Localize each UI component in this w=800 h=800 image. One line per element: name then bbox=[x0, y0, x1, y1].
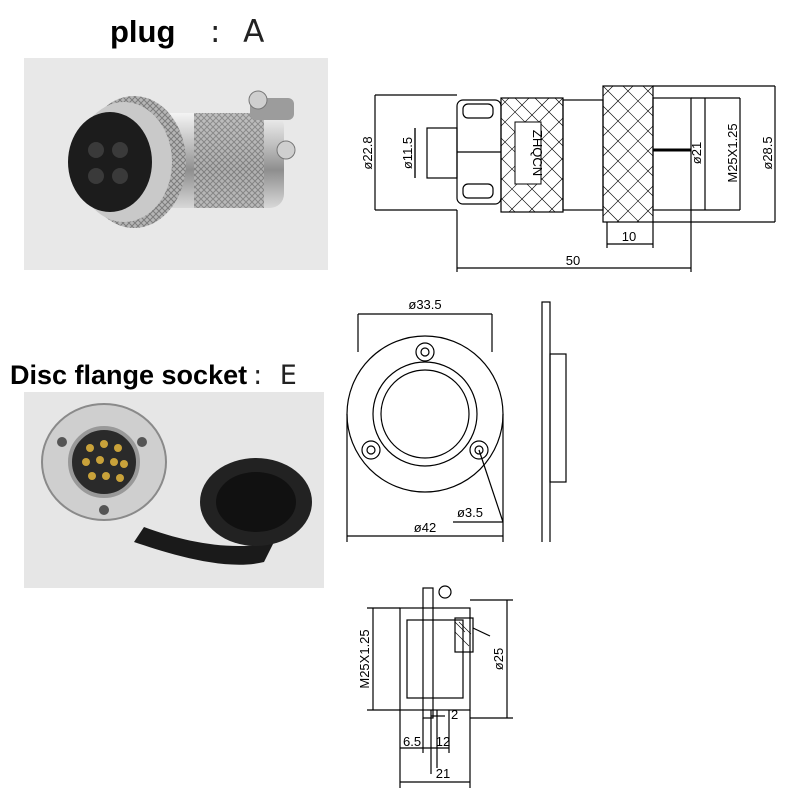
socket-separator: : bbox=[253, 360, 263, 391]
socket-title: Disc flange socket: E bbox=[10, 360, 297, 391]
plug-title: plug : A bbox=[110, 14, 264, 50]
flange-dia-hole-spacing: ø33.5 bbox=[408, 297, 441, 312]
plug-dia-nut: ø28.5 bbox=[760, 136, 775, 169]
plug-name: plug bbox=[110, 14, 176, 49]
plug-side-drawing: ZHQCN ø22.8 ø11.5 ø21 M25X1.25 ø28.5 10 … bbox=[360, 85, 776, 272]
flange-front-drawing: ø33.5 ø3.5 ø42 bbox=[346, 297, 567, 542]
plug-dia-inner: ø21 bbox=[689, 142, 704, 164]
socket-dim-21: 21 bbox=[436, 766, 450, 781]
socket-thread: M25X1.25 bbox=[357, 629, 372, 688]
plug-dia-cable: ø11.5 bbox=[400, 137, 415, 169]
socket-code: E bbox=[279, 360, 297, 391]
socket-dim-12: 12 bbox=[436, 734, 450, 749]
plug-dia-body: ø22.8 bbox=[360, 136, 375, 169]
flange-dia-mount-hole: ø3.5 bbox=[457, 505, 483, 520]
socket-photo bbox=[24, 392, 324, 588]
socket-dim-6-5: 6.5 bbox=[403, 734, 421, 749]
flange-dia-flange: ø42 bbox=[414, 520, 436, 535]
plug-thread: M25X1.25 bbox=[725, 123, 740, 182]
plug-nut-len: 10 bbox=[622, 229, 636, 244]
socket-name: Disc flange socket bbox=[10, 360, 248, 390]
plug-separator: : bbox=[210, 14, 221, 50]
socket-dia-body: ø25 bbox=[491, 648, 506, 670]
plug-brand: ZHQCN bbox=[530, 130, 545, 176]
plug-code: A bbox=[243, 14, 265, 50]
plug-total-len: 50 bbox=[566, 253, 580, 268]
socket-dim-2: 2 bbox=[451, 707, 458, 722]
plug-photo bbox=[24, 58, 328, 270]
socket-side-drawing: M25X1.25 ø25 2 6.5 12 21 bbox=[357, 585, 513, 788]
